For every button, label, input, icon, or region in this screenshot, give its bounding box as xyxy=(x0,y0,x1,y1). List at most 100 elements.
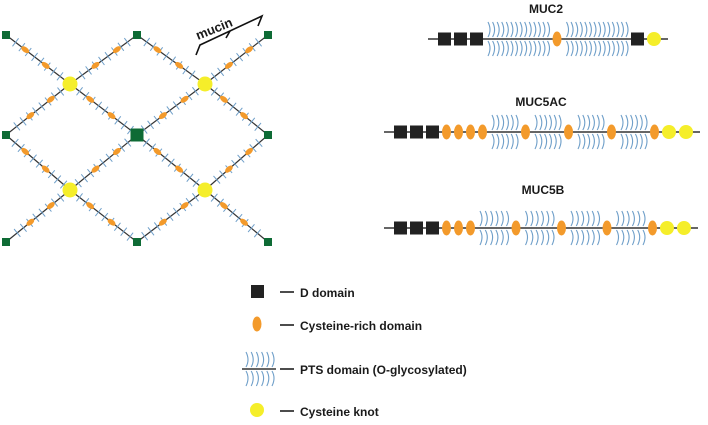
cysteine-rich-domain xyxy=(442,220,451,236)
cysteine-rich-domain xyxy=(557,220,566,236)
muc5b-protein: MUC5B xyxy=(384,183,698,246)
cysteine-rich-domain xyxy=(478,124,487,140)
pts-domain xyxy=(577,114,605,150)
d-domain-node xyxy=(133,31,141,39)
cysteine-rich-icon xyxy=(252,316,262,332)
cysteine-rich-domain xyxy=(564,124,573,140)
cysteine-knot-icon xyxy=(250,403,264,417)
cysteine-rich-domain xyxy=(602,220,612,236)
legend-label: Cysteine knot xyxy=(300,405,379,419)
cysteine-rich-domain xyxy=(91,165,100,173)
cysteine-rich-domain xyxy=(175,61,184,69)
d-domain-node xyxy=(264,31,272,39)
cysteine-rich-domain xyxy=(466,220,475,236)
pts-domain xyxy=(534,114,562,150)
cysteine-knot xyxy=(647,32,661,46)
mucin-network xyxy=(2,31,272,246)
d-domain-block xyxy=(426,125,439,139)
d-domain-block xyxy=(394,125,407,139)
pts-domain xyxy=(620,114,648,150)
mucin-strand xyxy=(204,189,269,243)
protein-name: MUC5AC xyxy=(515,95,567,109)
cysteine-rich-domain xyxy=(21,46,30,54)
pts-domain xyxy=(566,21,629,57)
legend-label: D domain xyxy=(300,286,355,300)
cysteine-rich-domain xyxy=(112,46,121,54)
mucin-strand xyxy=(5,83,71,136)
legend-cysteine-knot: Cysteine knot xyxy=(250,403,379,419)
legend-pts: PTS domain (O-glycosylated) xyxy=(242,351,467,387)
legend-cysteine-rich: Cysteine-rich domain xyxy=(252,316,422,333)
cysteine-rich-domain xyxy=(26,112,35,120)
d-domain-block xyxy=(410,125,423,139)
cysteine-rich-domain xyxy=(91,61,100,69)
cysteine-rich-domain xyxy=(180,202,189,210)
pts-domain xyxy=(245,351,275,387)
d-domain-block xyxy=(394,221,407,235)
cysteine-knot-node xyxy=(62,76,78,92)
cysteine-rich-domain xyxy=(26,218,35,226)
d-domain-icon xyxy=(251,285,264,298)
mucin-strand xyxy=(5,34,71,85)
cysteine-rich-domain xyxy=(175,165,184,173)
d-domain-node xyxy=(2,131,10,139)
pts-domain xyxy=(616,210,646,246)
mucin-strand xyxy=(136,189,206,243)
cysteine-rich-domain xyxy=(552,31,562,47)
muc2-protein: MUC2 xyxy=(428,2,668,57)
d-domain-node xyxy=(2,238,10,246)
pts-domain-icon xyxy=(242,351,276,387)
legend-d-domain: D domain xyxy=(251,285,355,300)
mucin-strand xyxy=(204,83,269,136)
cysteine-knot xyxy=(662,125,676,139)
d-domain-block xyxy=(631,32,644,46)
mucin-strand xyxy=(204,134,269,191)
legend: D domain Cysteine-rich domain PTS domain… xyxy=(242,285,467,419)
d-domain-block xyxy=(470,32,483,46)
legend-label: Cysteine-rich domain xyxy=(300,319,422,333)
mucin-strand xyxy=(136,83,206,136)
d-domain-node xyxy=(264,131,272,139)
cysteine-rich-domain xyxy=(607,124,616,140)
d-domain-block xyxy=(426,221,439,235)
pts-domain xyxy=(525,210,555,246)
cysteine-knot-node xyxy=(197,182,213,198)
protein-name: MUC5B xyxy=(522,183,565,197)
cysteine-rich-domain xyxy=(180,95,189,103)
cysteine-rich-domain xyxy=(454,220,463,236)
cysteine-knot-node xyxy=(197,76,213,92)
d-domain-block xyxy=(454,32,467,46)
muc5ac-protein: MUC5AC xyxy=(384,95,700,150)
cysteine-rich-domain xyxy=(245,46,254,54)
cysteine-rich-domain xyxy=(86,95,95,103)
mucin-strand xyxy=(136,134,206,191)
cysteine-rich-domain xyxy=(240,218,248,226)
cysteine-rich-domain xyxy=(46,202,55,210)
cysteine-rich-domain xyxy=(86,202,95,210)
pts-domain xyxy=(491,114,519,150)
cysteine-rich-domain xyxy=(219,95,228,103)
mucin-strand xyxy=(69,83,138,136)
mucin-strand xyxy=(69,189,138,243)
cysteine-rich-domain xyxy=(219,202,228,210)
cysteine-rich-domain xyxy=(112,147,121,156)
cysteine-knot xyxy=(679,125,693,139)
d-domain-node xyxy=(2,31,10,39)
legend-label: PTS domain (O-glycosylated) xyxy=(300,363,467,377)
mucin-strand xyxy=(5,189,71,243)
cysteine-knot xyxy=(677,221,691,235)
pts-domain xyxy=(479,210,510,246)
cysteine-rich-domain xyxy=(466,124,475,140)
cysteine-rich-domain xyxy=(650,124,659,140)
cysteine-rich-domain xyxy=(454,124,463,140)
mucin-strand xyxy=(136,34,206,85)
cysteine-rich-domain xyxy=(158,112,167,120)
d-domain-block xyxy=(438,32,451,46)
cysteine-rich-domain xyxy=(107,218,116,226)
cysteine-rich-domain xyxy=(41,165,50,173)
cysteine-knot xyxy=(660,221,674,235)
cysteine-rich-domain xyxy=(158,218,167,226)
protein-name: MUC2 xyxy=(529,2,563,16)
mucin-strand xyxy=(204,34,269,85)
cysteine-rich-domain xyxy=(521,124,530,140)
